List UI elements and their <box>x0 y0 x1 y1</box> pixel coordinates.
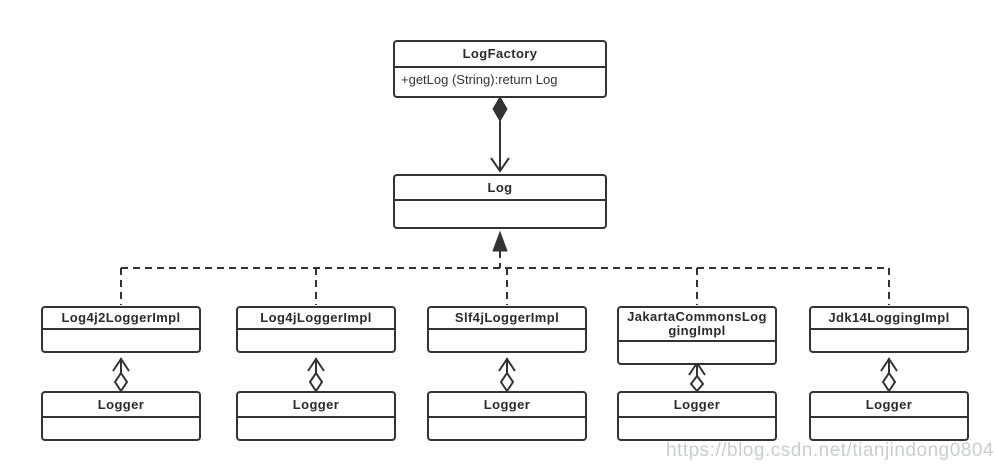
class-box-logger-2: Logger <box>236 391 396 441</box>
class-box-log4jloggerimpl: Log4jLoggerImpl <box>236 306 396 353</box>
class-box-log4j2loggerimpl: Log4j2LoggerImpl <box>41 306 201 353</box>
realization-bus-impls-to-log <box>120 230 890 305</box>
class-empty-compartment <box>619 418 775 439</box>
class-box-logfactory: LogFactory +getLog (String):return Log <box>393 40 607 98</box>
class-title: Jdk14LoggingImpl <box>811 308 967 330</box>
class-title: Log4j2LoggerImpl <box>43 308 199 330</box>
class-empty-compartment <box>811 418 967 439</box>
class-empty-compartment <box>43 418 199 439</box>
class-title: Logger <box>811 393 967 418</box>
class-empty-compartment <box>238 330 394 351</box>
class-method-compartment: +getLog (String):return Log <box>401 72 558 87</box>
class-box-logger-1: Logger <box>41 391 201 441</box>
class-title: LogFactory <box>395 42 605 68</box>
aggregation-connector-log4j <box>307 357 325 393</box>
aggregation-connector-jakarta <box>688 361 706 393</box>
aggregation-connector-slf4j <box>498 357 516 393</box>
class-title: JakartaCommonsLoggingImpl <box>619 308 775 342</box>
class-title: Slf4jLoggerImpl <box>429 308 585 330</box>
class-title: Logger <box>619 393 775 418</box>
class-empty-compartment <box>811 330 967 351</box>
class-empty-compartment <box>619 342 775 363</box>
class-title: Logger <box>238 393 394 418</box>
aggregation-connector-log4j2 <box>112 357 130 393</box>
class-box-logger-3: Logger <box>427 391 587 441</box>
class-empty-compartment <box>429 330 585 351</box>
class-box-slf4jloggerimpl: Slf4jLoggerImpl <box>427 306 587 353</box>
class-title: Logger <box>429 393 585 418</box>
composition-arrow-logfactory-to-log <box>490 96 510 173</box>
class-box-logger-4: Logger <box>617 391 777 441</box>
class-box-logger-5: Logger <box>809 391 969 441</box>
class-box-jakartacommonsloggingimpl: JakartaCommonsLoggingImpl <box>617 306 777 365</box>
class-box-jdk14loggingimpl: Jdk14LoggingImpl <box>809 306 969 353</box>
class-title: Logger <box>43 393 199 418</box>
class-title: Log <box>395 176 605 201</box>
class-box-log: Log <box>393 174 607 229</box>
class-empty-compartment <box>395 201 605 227</box>
aggregation-connector-jdk14 <box>880 357 898 393</box>
class-empty-compartment <box>43 330 199 351</box>
class-title: Log4jLoggerImpl <box>238 308 394 330</box>
class-empty-compartment <box>238 418 394 439</box>
class-empty-compartment <box>429 418 585 439</box>
